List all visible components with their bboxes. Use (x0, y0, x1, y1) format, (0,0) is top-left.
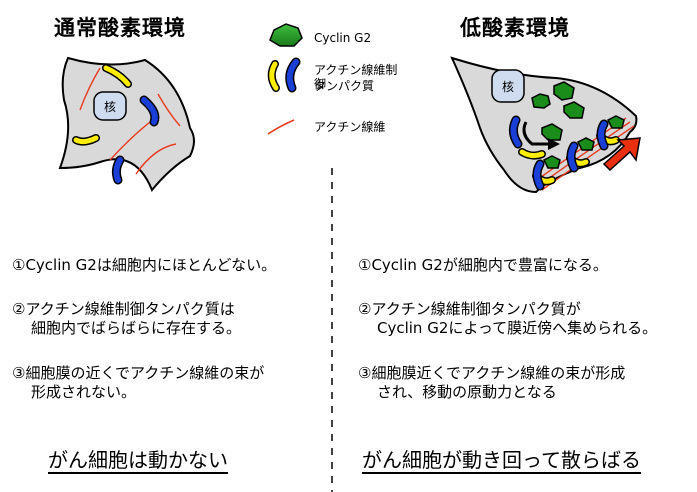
left-nucleus-label: 核 (104, 100, 116, 114)
cyclin-3 (563, 101, 585, 119)
right-complex-3 (596, 115, 625, 151)
legend-actin-label: アクチン線維 (314, 120, 386, 134)
left-point-1: ①Cyclin G2は細胞内にほとんどない。 (12, 256, 277, 274)
right-point-3-line1: ③細胞膜近くでアクチン線維の束が形成 (358, 364, 626, 382)
left-point-3-line1: ③細胞膜の近くでアクチン線維の束が (12, 364, 265, 382)
right-point-2-line2: Cyclin G2によって膜近傍へ集められる。 (377, 319, 658, 337)
cyclin-1 (531, 93, 551, 109)
left-actin-4 (157, 93, 181, 127)
right-complex-2 (566, 137, 595, 173)
right-conclusion: がん細胞が動き回って散らばる (362, 448, 641, 472)
cyclin-2 (553, 81, 575, 101)
right-cell-diagram: 核 (450, 56, 641, 194)
left-title: 通常酸素環境 (54, 16, 186, 40)
left-actin-1 (79, 67, 101, 111)
legend-regulator-label-2: タンパク質 (314, 79, 375, 93)
legend: Cyclin G2 アクチン線維制御 タンパク質 アクチン線維 (262, 20, 402, 160)
left-point-3-line2: 形成されない。 (31, 383, 137, 401)
right-nucleus-label: 核 (502, 80, 514, 94)
cyclin-4 (541, 123, 563, 141)
right-complex-1 (532, 155, 561, 191)
right-title: 低酸素環境 (460, 16, 570, 40)
right-nucleus (491, 69, 525, 103)
direction-arrow-icon (602, 137, 641, 172)
left-actin-2 (109, 121, 151, 161)
actin-legend-icon (267, 119, 295, 135)
right-point-3-line2: され、移動の原動力となる (377, 383, 557, 401)
move-arrow (522, 121, 550, 146)
legend-cyclin-label: Cyclin G2 (314, 31, 372, 45)
right-point-1: ①Cyclin G2が細胞内で豊富になる。 (358, 256, 608, 274)
left-conclusion: がん細胞は動かない (48, 448, 228, 472)
right-cell (450, 56, 638, 194)
right-point-2-line1: ②アクチン線維制御タンパク質が (358, 300, 581, 318)
legend-icons (267, 23, 303, 135)
left-cell-diagram: 核 (58, 56, 195, 192)
left-point-2-line1: ②アクチン線維制御タンパク質は (12, 300, 235, 318)
left-actin-3 (135, 143, 177, 175)
left-cell (58, 56, 195, 192)
center-divider (331, 168, 333, 492)
left-nucleus (93, 91, 127, 121)
cyclin-g2-legend-icon (269, 23, 303, 47)
legend-regulator-label-1: アクチン線維制御 (314, 63, 398, 91)
left-point-2-line2: 細胞内でばらばらに存在する。 (31, 319, 242, 337)
